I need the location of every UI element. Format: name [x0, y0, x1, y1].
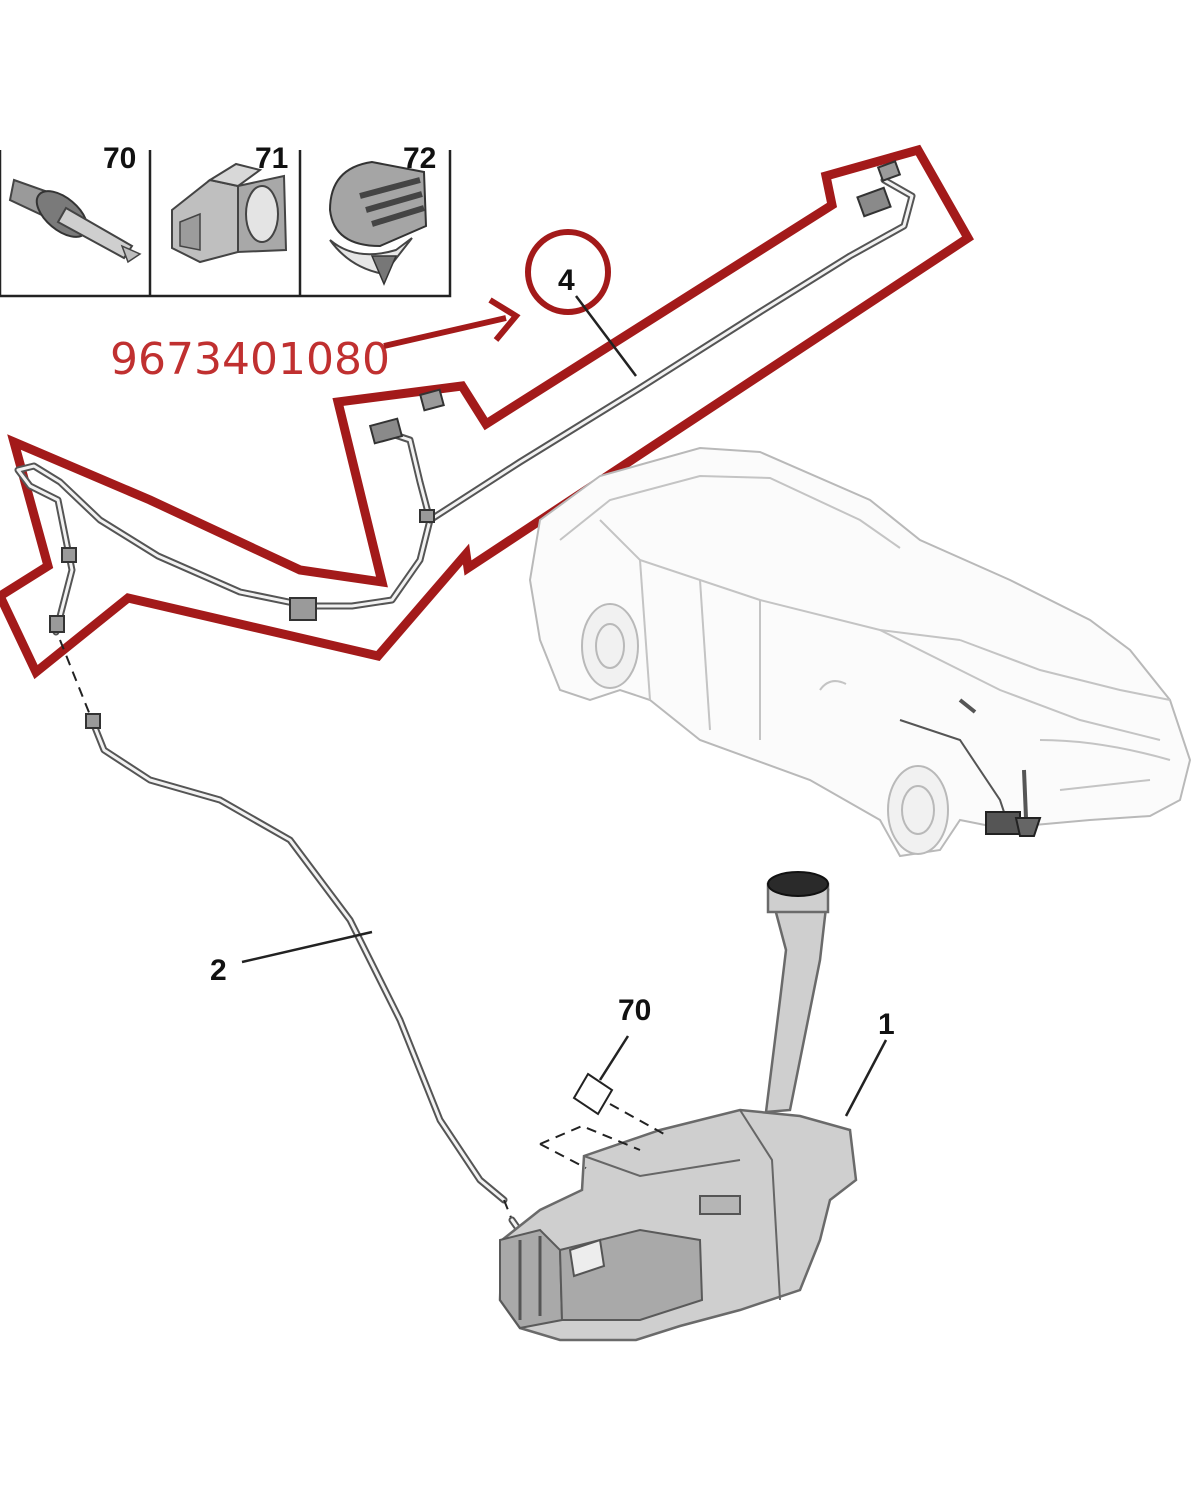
callout-1-label: 1: [878, 1008, 895, 1041]
callout-4-label: 4: [558, 264, 575, 297]
rivet-marker: [572, 1072, 614, 1116]
fasteners-inset: 70 71 72: [0, 142, 452, 298]
hose-2: [59, 639, 540, 1266]
part-number-arrow: [383, 315, 507, 349]
washer-reservoir: [498, 871, 858, 1342]
hose-4: [14, 160, 916, 636]
hose-clip-icon: [171, 162, 288, 264]
part-number: 9673401080: [110, 334, 390, 385]
rivet-icon: [8, 178, 142, 264]
car-illustration: [528, 446, 1192, 858]
highlight-circle: [525, 229, 611, 315]
part-number-callout: 9673401080: [110, 297, 521, 385]
callout-4: 4: [525, 229, 637, 377]
push-clip-icon: [328, 160, 428, 286]
callout-70-label: 70: [618, 994, 651, 1027]
callout-2-label: 2: [210, 954, 227, 987]
hose-highlight-outline: [0, 144, 974, 680]
inset-label-70: 70: [103, 142, 136, 175]
